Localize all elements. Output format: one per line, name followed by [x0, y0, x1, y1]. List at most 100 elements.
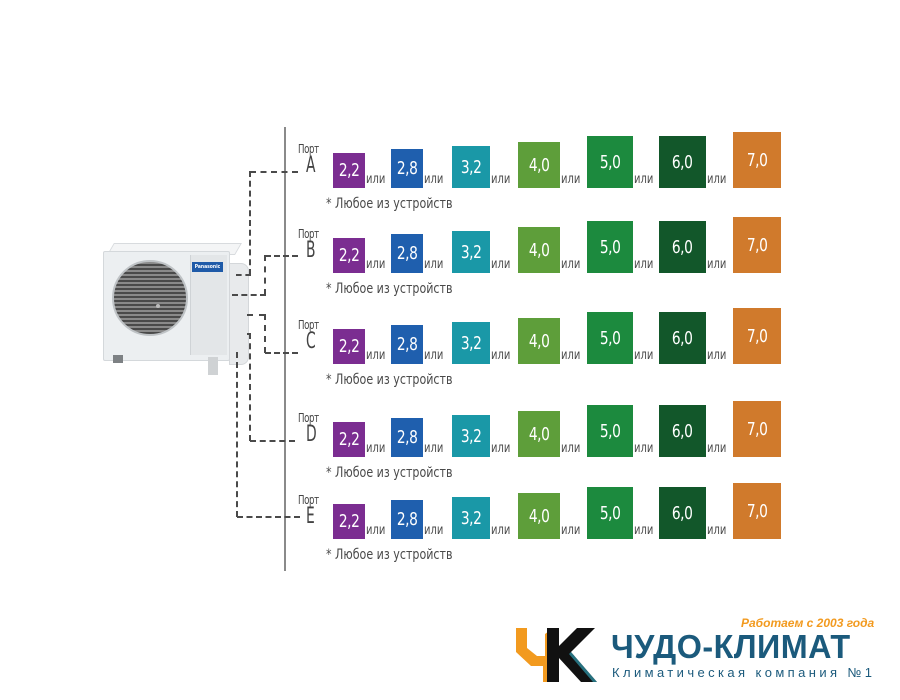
capacity-box: 2,8 [391, 149, 423, 188]
or-separator: или [707, 348, 727, 363]
line-port-a [236, 274, 251, 276]
port-letter: D [306, 422, 317, 447]
or-separator: или [424, 441, 444, 456]
or-separator: или [634, 257, 654, 272]
capacity-value: 2,2 [338, 160, 360, 181]
capacity-value: 5,0 [599, 420, 621, 442]
or-separator: или [424, 523, 444, 538]
capacity-box: 3,2 [452, 415, 490, 457]
capacity-value: 4,0 [528, 330, 550, 352]
capacity-box: 4,0 [518, 493, 560, 539]
capacity-box: 5,0 [587, 136, 633, 188]
footnote: * Любое из устройств [326, 465, 453, 481]
or-separator: или [424, 172, 444, 187]
line-port-b [232, 294, 266, 296]
capacity-box: 6,0 [659, 312, 706, 364]
line-port-d [249, 333, 251, 441]
capacity-box: 4,0 [518, 227, 560, 273]
capacity-value: 2,2 [338, 245, 360, 266]
fan-grille-icon [112, 260, 188, 336]
or-separator: или [707, 172, 727, 187]
capacity-value: 7,0 [746, 418, 768, 440]
capacity-box: 5,0 [587, 312, 633, 364]
line-port-b [264, 255, 266, 295]
ac-unit-body: Panasonic [103, 251, 230, 361]
capacity-box: 3,2 [452, 322, 490, 364]
line-port-d [250, 440, 295, 442]
capacity-value: 3,2 [460, 156, 482, 178]
capacity-value: 5,0 [599, 502, 621, 524]
capacity-box: 7,0 [733, 308, 781, 364]
capacity-value: 4,0 [528, 154, 550, 176]
port-label: Порт [298, 411, 319, 425]
or-separator: или [634, 441, 654, 456]
capacity-box: 2,8 [391, 500, 423, 539]
capacity-value: 3,2 [460, 507, 482, 529]
capacity-box: 4,0 [518, 318, 560, 364]
or-separator: или [561, 257, 581, 272]
or-separator: или [707, 523, 727, 538]
capacity-box: 2,8 [391, 418, 423, 457]
capacity-box: 3,2 [452, 231, 490, 273]
divider-line [284, 127, 286, 571]
ac-unit-pipe-cover [229, 263, 249, 365]
outdoor-ac-unit-icon: Panasonic [103, 243, 249, 378]
capacity-value: 5,0 [599, 151, 621, 173]
capacity-value: 2,8 [396, 427, 418, 448]
capacity-value: 3,2 [460, 332, 482, 354]
footnote: * Любое из устройств [326, 547, 453, 563]
capacity-value: 7,0 [746, 149, 768, 171]
or-separator: или [491, 441, 511, 456]
capacity-box: 4,0 [518, 142, 560, 188]
capacity-value: 6,0 [672, 420, 693, 442]
capacity-value: 5,0 [599, 236, 621, 258]
or-separator: или [707, 441, 727, 456]
or-separator: или [561, 441, 581, 456]
footnote: * Любое из устройств [326, 196, 453, 212]
ck-logo-mark-icon [516, 628, 597, 682]
capacity-box: 2,2 [333, 238, 365, 273]
capacity-value: 6,0 [672, 151, 693, 173]
capacity-value: 4,0 [528, 505, 550, 527]
or-separator: или [634, 172, 654, 187]
capacity-box: 2,8 [391, 234, 423, 273]
capacity-value: 7,0 [746, 325, 768, 347]
line-port-c [264, 314, 266, 353]
port-letter: E [306, 504, 315, 529]
capacity-value: 2,8 [396, 334, 418, 355]
capacity-box: 6,0 [659, 221, 706, 273]
or-separator: или [366, 523, 386, 538]
or-separator: или [561, 172, 581, 187]
capacity-value: 2,8 [396, 509, 418, 530]
or-separator: или [366, 348, 386, 363]
capacity-value: 6,0 [672, 236, 693, 258]
capacity-box: 5,0 [587, 221, 633, 273]
capacity-box: 3,2 [452, 497, 490, 539]
capacity-value: 2,8 [396, 158, 418, 179]
capacity-box: 5,0 [587, 487, 633, 539]
footnote: * Любое из устройств [326, 372, 453, 388]
or-separator: или [491, 172, 511, 187]
capacity-value: 2,2 [338, 511, 360, 532]
line-port-a [249, 171, 251, 275]
or-separator: или [491, 257, 511, 272]
or-separator: или [491, 348, 511, 363]
or-separator: или [707, 257, 727, 272]
capacity-value: 7,0 [746, 234, 768, 256]
or-separator: или [561, 523, 581, 538]
capacity-box: 2,2 [333, 422, 365, 457]
logo-name: ЧУДО-КЛИМАТ [611, 628, 851, 665]
or-separator: или [424, 348, 444, 363]
line-port-c [265, 352, 298, 354]
port-label: Порт [298, 493, 319, 507]
port-letter: A [306, 153, 316, 178]
or-separator: или [424, 257, 444, 272]
port-letter: B [306, 238, 316, 263]
capacity-box: 2,2 [333, 153, 365, 188]
ac-unit-foot [113, 355, 123, 363]
line-port-e [236, 352, 238, 517]
line-port-b [265, 255, 298, 257]
or-separator: или [634, 523, 654, 538]
capacity-value: 4,0 [528, 423, 550, 445]
capacity-value: 7,0 [746, 500, 768, 522]
